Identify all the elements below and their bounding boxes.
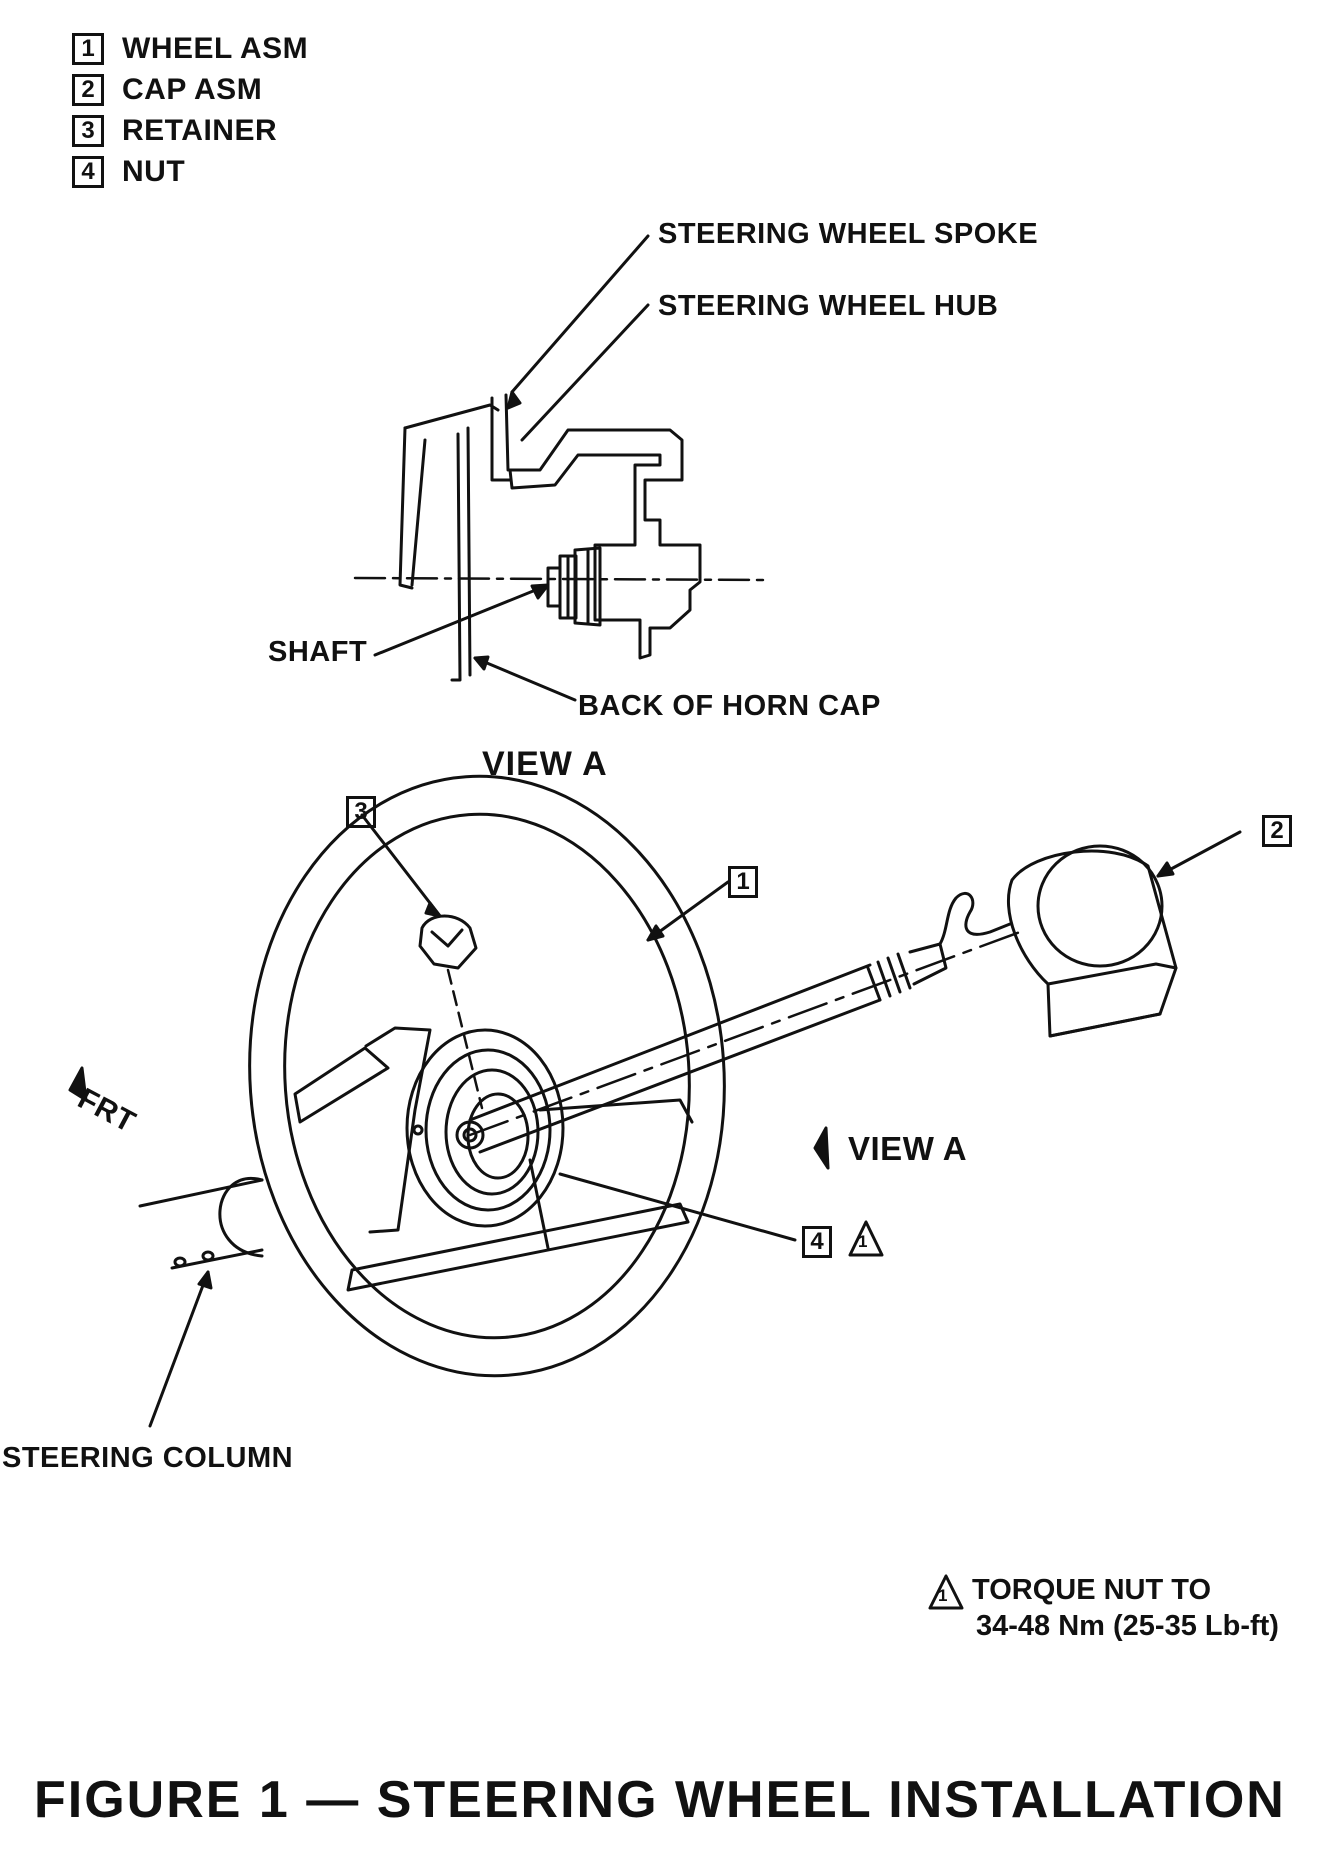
callout-1-leader (646, 880, 730, 942)
shaft-leader-line (373, 583, 550, 657)
shaft-arrowhead (530, 583, 550, 600)
assembly-centerline (468, 930, 1022, 1137)
hub-ring-outer (405, 1028, 565, 1228)
view-a-arrow-icon (813, 1126, 830, 1170)
figure-caption: FIGURE 1 — STEERING WHEEL INSTALLATION (34, 1771, 1286, 1829)
cap-top-edge (403, 403, 500, 430)
horn-cap-face (1036, 844, 1164, 968)
right-spoke (538, 1098, 694, 1124)
callout-1: 1 (728, 866, 758, 898)
legend-label: NUT (122, 154, 186, 188)
horn-cap-back-inner (450, 432, 462, 682)
contact-rod-upper (468, 963, 872, 1122)
spoke-label: STEERING WHEEL SPOKE (658, 218, 1039, 250)
retainer-centerline (446, 968, 484, 1110)
horn-cap-leader-line (473, 656, 577, 702)
view-a-pointer-label: VIEW A (848, 1130, 968, 1167)
torque-warning-number: 1 (938, 1586, 948, 1605)
frt-arrow-icon (68, 1066, 88, 1102)
column-bolt-hole (173, 1256, 187, 1268)
torque-warning-triangle-icon (928, 1574, 964, 1610)
legend-number: 2 (72, 73, 104, 106)
callout-2: 2 (1262, 815, 1292, 847)
parts-legend: 1 WHEEL ASM 2 CAP ASM 3 RETAINER 4 NUT (72, 28, 308, 192)
horn-cap-label: BACK OF HORN CAP (578, 690, 881, 722)
hub-label: STEERING WHEEL HUB (658, 290, 999, 322)
shaft-centerline (353, 576, 767, 582)
legend-item-nut: 4 NUT (72, 151, 308, 192)
left-spoke (293, 1046, 390, 1124)
callout-4-leader (558, 1172, 797, 1242)
main-view (68, 774, 1242, 1610)
legend-label: WHEEL ASM (122, 31, 309, 65)
horn-wire (938, 891, 1012, 946)
legend-number: 1 (72, 32, 104, 65)
legend-number: 4 (72, 155, 104, 188)
contact-rod-lower (478, 998, 882, 1154)
column-collar (218, 1176, 264, 1258)
horn-cap-body (1007, 849, 1178, 1038)
column-arrowhead (197, 1270, 213, 1290)
legend-item-cap-asm: 2 CAP ASM (72, 69, 308, 110)
shaft-label: SHAFT (268, 636, 368, 668)
column-bolt-hole (201, 1250, 215, 1262)
torque-line-2: 34-48 Nm (25-35 Lb-ft) (976, 1610, 1279, 1642)
torque-note: TORQUE NUT TO 34-48 Nm (25-35 Lb-ft) (972, 1572, 1279, 1644)
cap-left-edge (398, 426, 414, 590)
view-a-detail (353, 234, 767, 702)
warning-triangle-icon (848, 1220, 884, 1257)
hub-profile (508, 428, 702, 660)
callout-3: 3 (346, 796, 376, 828)
steering-nut (455, 1120, 485, 1150)
callout-3-arrowhead (424, 901, 442, 918)
hub-ring-middle (424, 1048, 552, 1212)
horn-cap-arrowhead (473, 655, 490, 671)
legend-label: CAP ASM (122, 72, 263, 106)
spoke-arrowhead (506, 390, 522, 410)
wheel-rim-outer (248, 774, 726, 1378)
spoke-leader-line (510, 234, 650, 394)
callout-2-arrowhead (1156, 861, 1175, 878)
callout-4: 4 (802, 1226, 832, 1258)
column-leader-line (148, 1270, 210, 1428)
retainer-shape (418, 914, 478, 970)
legend-number: 3 (72, 114, 104, 147)
warning-number: 1 (858, 1232, 868, 1251)
contact-spring (866, 952, 912, 1002)
hub-leader-line (520, 303, 650, 442)
callout-1-arrowhead (646, 924, 665, 942)
legend-label: RETAINER (122, 113, 278, 147)
horn-cap-back-plate (466, 426, 472, 677)
view-a-title: VIEW A (482, 745, 608, 783)
legend-item-retainer: 3 RETAINER (72, 110, 308, 151)
cap-angled-edge (410, 438, 427, 587)
legend-item-wheel-asm: 1 WHEEL ASM (72, 28, 308, 69)
hub-ring-inner (444, 1068, 540, 1196)
lower-spoke (346, 1202, 690, 1292)
steering-column-label: STEERING COLUMN (2, 1442, 294, 1474)
callout-3-leader (360, 813, 442, 918)
torque-line-1: TORQUE NUT TO (972, 1574, 1211, 1606)
spoke-outline (490, 396, 512, 482)
wheel-rim-inner (283, 812, 691, 1340)
column-shaft-upper (138, 1178, 264, 1208)
